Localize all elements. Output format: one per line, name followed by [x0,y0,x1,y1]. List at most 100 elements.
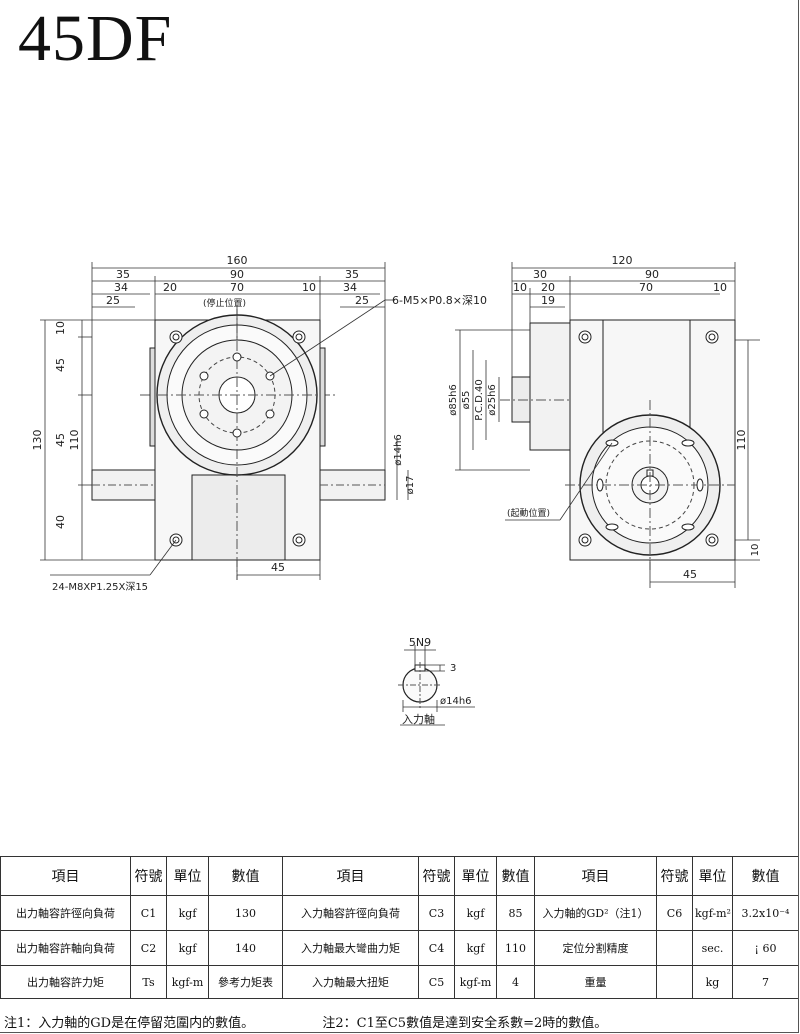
header-symbol: 符號 [130,856,167,896]
table-cell: 85 [496,895,535,931]
table-cell: kgf-m [454,965,497,999]
table-cell: kgf-m [166,965,209,999]
dim-front-10-left: 10 [54,321,67,335]
header-unit: 單位 [166,856,209,896]
dim-side-19: 19 [541,294,555,307]
technical-drawing: 160 35 90 35 34 20 70 10 34 25 25 130 11… [31,254,761,726]
table-cell: 出力軸容許軸向負荷 [0,930,131,966]
header-item: 項目 [282,856,419,896]
dim-front-25-left: 25 [106,294,120,307]
spec-header-row: 項目 符號 單位 數值 項目 符號 單位 數值 項目 符號 單位 數值 [0,856,799,896]
table-cell: Ts [130,965,167,999]
table-cell: 出力軸容許徑向負荷 [0,895,131,931]
table-cell: kgf-m² [692,895,733,931]
table-cell: kgf [166,895,209,931]
table-cell: kg [692,965,733,999]
table-cell [656,965,693,999]
header-item: 項目 [0,856,131,896]
header-value: 數值 [732,856,799,896]
table-cell: 定位分割精度 [534,930,657,966]
header-value: 數值 [208,856,283,896]
dim-side-30: 30 [533,268,547,281]
table-cell: sec. [692,930,733,966]
header-unit: 單位 [454,856,497,896]
dim-front-shaft-17: ø17 [405,476,416,495]
dim-front-90: 90 [230,268,244,281]
dim-side-110: 110 [735,430,748,451]
dim-side-20: 20 [541,281,555,294]
table-cell: kgf [454,895,497,931]
dim-front-25-right: 25 [355,294,369,307]
table-cell: kgf [454,930,497,966]
stop-position-label: (停止位置) [203,297,246,309]
front-view [91,305,386,580]
table-cell: 入力軸最大彎曲力矩 [282,930,419,966]
dim-front-34-left: 34 [114,281,128,294]
dim-front-160: 160 [227,254,248,267]
table-cell: C2 [130,930,167,966]
table-cell: 4 [496,965,535,999]
shaft-diameter: ø14h6 [440,696,472,707]
dim-front-10: 10 [302,281,316,294]
note-1: 注1：入力軸的GD是在停留范圍内的數值。 [4,1016,255,1031]
table-cell [656,930,693,966]
shaft-key-width: 5N9 [409,636,431,649]
dim-side-120: 120 [612,254,633,267]
dim-front-35-right: 35 [345,268,359,281]
hole-note-bottom: 24-M8XP1.25X深15 [52,581,148,593]
dim-side-45-bottom: 45 [683,568,697,581]
table-cell: C6 [656,895,693,931]
dim-side-dia-25: ø25h6 [487,384,498,416]
dim-front-35-left: 35 [116,268,130,281]
dim-front-34-right: 34 [343,281,357,294]
table-cell: C5 [418,965,455,999]
header-unit: 單位 [692,856,733,896]
dim-front-70: 70 [230,281,244,294]
table-cell: 140 [208,930,283,966]
table-row: 出力軸容許力矩 Ts kgf-m 參考力矩表 入力軸最大扭矩 C5 kgf-m … [0,965,799,999]
dim-side-dia-85: ø85h6 [448,384,459,416]
shaft-label: 入力軸 [402,712,435,726]
shaft-section [398,645,475,726]
table-row: 出力軸容許徑向負荷 C1 kgf 130 入力軸容許徑向負荷 C3 kgf 85… [0,895,799,931]
model-title: 45DF [18,2,173,75]
table-cell: C4 [418,930,455,966]
table-cell: C1 [130,895,167,931]
table-cell: 入力軸最大扭矩 [282,965,419,999]
dim-side-dia-55: ø55 [461,391,472,410]
dim-side-10-left: 10 [513,281,527,294]
dim-front-110: 110 [68,430,81,451]
dim-side-90: 90 [645,268,659,281]
side-view [500,319,736,570]
dim-front-45-bottom: 45 [271,561,285,574]
dim-front-130: 130 [31,430,44,451]
table-cell: 重量 [534,965,657,999]
spec-table: 項目 符號 單位 數值 項目 符號 單位 數值 項目 符號 單位 數值 出力軸容… [0,856,799,999]
table-cell: 入力軸容許徑向負荷 [282,895,419,931]
table-cell: 7 [732,965,799,999]
table-cell: 入力軸的GD²（注1） [534,895,657,931]
dim-front-45-a: 45 [54,358,67,372]
footnotes: 注1：入力軸的GD是在停留范圍内的數值。 注2：C1至C5數值是達到安全系數=2… [4,1012,607,1031]
shaft-key-depth: 3 [450,663,456,674]
table-cell: C3 [418,895,455,931]
dim-front-shaft-dia: ø14h6 [393,434,404,466]
header-symbol: 符號 [418,856,455,896]
dim-front-20: 20 [163,281,177,294]
dim-side-70: 70 [639,281,653,294]
note-2: 注2：C1至C5數值是達到安全系數=2時的數值。 [322,1016,608,1031]
table-cell: 參考力矩表 [208,965,283,999]
dim-side-pcd: P.C.D.40 [474,379,485,420]
table-cell: 出力軸容許力矩 [0,965,131,999]
dim-front-40: 40 [54,515,67,529]
table-row: 出力軸容許軸向負荷 C2 kgf 140 入力軸最大彎曲力矩 C4 kgf 11… [0,930,799,966]
dim-side-10-right: 10 [713,281,727,294]
hole-note-top: 6-M5×P0.8×深10 [392,294,487,307]
dim-side-10-bottom: 10 [750,544,761,557]
table-cell: 130 [208,895,283,931]
table-cell: 3.2x10⁻⁴ [732,895,799,931]
table-cell: kgf [166,930,209,966]
dim-front-45-b: 45 [54,433,67,447]
start-position-label: (起動位置) [507,507,550,519]
